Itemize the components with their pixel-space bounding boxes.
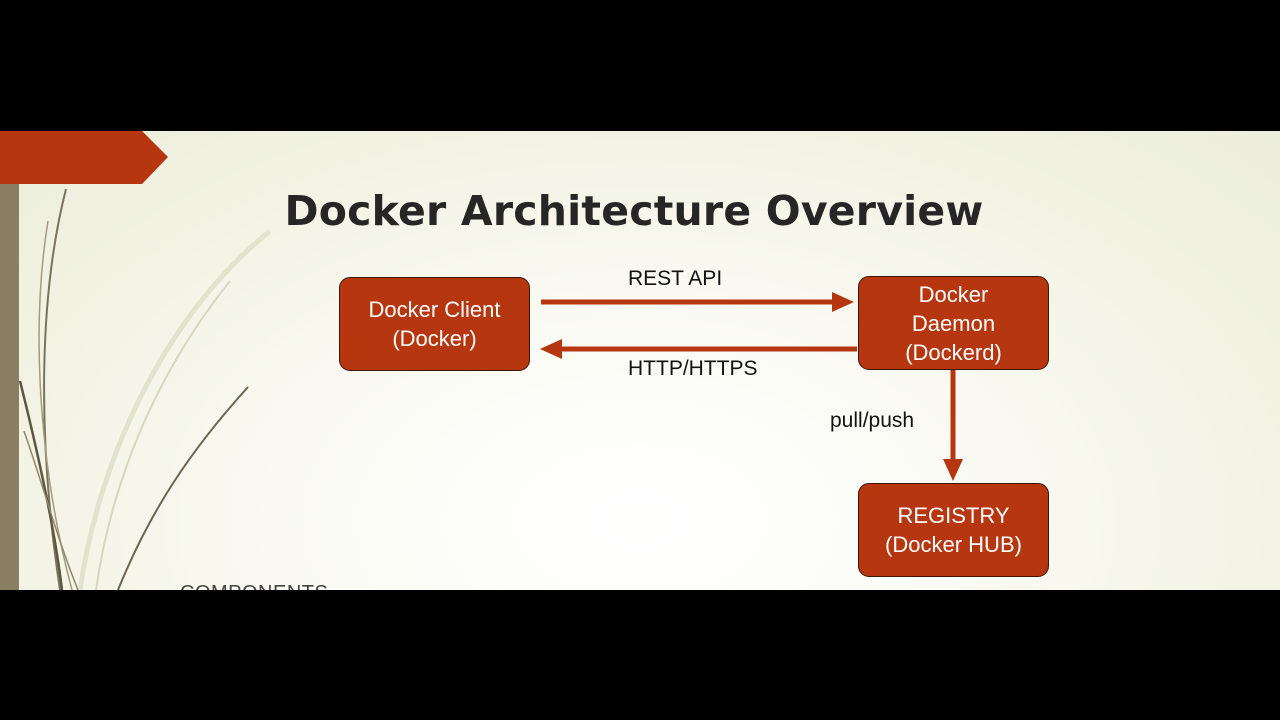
clipped-bottom-text: COMPONENTS	[180, 582, 328, 590]
node-label-line: Docker	[918, 281, 989, 307]
edge-label-http-https: HTTP/HTTPS	[628, 357, 758, 380]
slide: Docker Architecture Overview Docker Clie…	[0, 131, 1280, 590]
node-label-line: Docker Client	[368, 297, 501, 322]
node-label-line: (Dockerd)	[905, 339, 1002, 365]
edge-http-https-arrow	[540, 339, 857, 359]
registry-node: REGISTRY (Docker HUB)	[858, 483, 1049, 577]
slide-title: Docker Architecture Overview	[284, 187, 984, 235]
edge-pull-push-arrow	[943, 370, 963, 481]
corner-tab-shape	[0, 131, 168, 184]
edge-label-pull-push: pull/push	[830, 409, 915, 432]
left-accent-bar	[0, 183, 19, 590]
node-label-line: Daemon	[911, 310, 996, 336]
docker-client-node: Docker Client (Docker)	[339, 277, 530, 371]
docker-daemon-node: Docker Daemon (Dockerd)	[858, 276, 1049, 370]
edge-rest-api-arrow	[541, 292, 854, 312]
edge-label-rest-api: REST API	[628, 267, 723, 290]
node-label-line: REGISTRY	[897, 503, 1010, 528]
connector-arrows	[540, 292, 963, 481]
decorative-stems	[18, 188, 272, 590]
node-label-line: (Docker HUB)	[885, 532, 1022, 557]
node-label-line: (Docker)	[392, 326, 477, 351]
